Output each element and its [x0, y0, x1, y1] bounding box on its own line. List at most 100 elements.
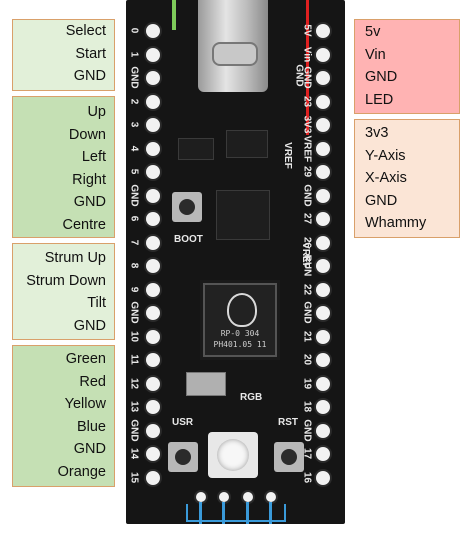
label-up: Up: [13, 101, 114, 124]
right-pin-15: [316, 377, 330, 391]
label-gnd: GND: [13, 315, 114, 338]
label-led: LED: [355, 89, 459, 112]
right-pin-6: [316, 165, 330, 179]
left-pin-label: 0: [129, 18, 140, 44]
right-pin-19: [316, 471, 330, 485]
label-right: Right: [13, 169, 114, 192]
left-pin-1: [146, 48, 160, 62]
left-pin-label: GND: [129, 300, 140, 326]
label-down: Down: [13, 124, 114, 147]
right-pin-label: RUN: [302, 253, 313, 279]
usb-c-port: [212, 42, 258, 66]
right-pin-13: [316, 330, 330, 344]
rst-button[interactable]: [274, 442, 304, 472]
usr-button[interactable]: [168, 442, 198, 472]
label-x-axis: X-Axis: [355, 167, 459, 190]
left-pin-label: 10: [129, 323, 140, 349]
flash-chip: [216, 190, 270, 240]
right-pin-14: [316, 353, 330, 367]
label-group-analog: 3v3 Y-Axis X-Axis GND Whammy: [354, 119, 460, 238]
left-pin-label: 15: [129, 464, 140, 490]
label-gnd: GND: [355, 190, 459, 213]
label-strum-up: Strum Up: [13, 247, 114, 270]
label-gnd: GND: [355, 66, 459, 89]
right-pin-12: [316, 306, 330, 320]
right-pin-label: 29: [302, 159, 313, 185]
label-green: Green: [13, 348, 114, 371]
label-group-power: 5v Vin GND LED: [354, 19, 460, 114]
label-gnd: GND: [13, 191, 114, 214]
silk-vref-left: VREF: [282, 142, 293, 169]
left-pin-7: [146, 189, 160, 203]
right-pin-label: 20: [302, 347, 313, 373]
right-pin-label: Vin: [302, 41, 313, 67]
regulator-chip: [226, 130, 268, 158]
bottom-pad-4: [266, 492, 276, 502]
label-left: Left: [13, 146, 114, 169]
bottom-pad-1: [196, 492, 206, 502]
boot-button[interactable]: [172, 192, 202, 222]
left-pin-18: [146, 447, 160, 461]
left-pin-label: GND: [129, 182, 140, 208]
left-pin-label: 2: [129, 88, 140, 114]
left-pin-13: [146, 330, 160, 344]
label-3v3: 3v3: [355, 122, 459, 145]
label-group-dpad: Up Down Left Right GND Centre: [12, 96, 115, 238]
right-pin-label: 19: [302, 370, 313, 396]
left-pin-12: [146, 306, 160, 320]
bottom-pad-3: [243, 492, 253, 502]
right-pin-label: 16: [302, 464, 313, 490]
left-pin-label: 9: [129, 276, 140, 302]
silk-rst: RST: [278, 417, 298, 428]
label-strum-down: Strum Down: [13, 270, 114, 293]
left-pin-4: [146, 118, 160, 132]
left-pin-label: 12: [129, 370, 140, 396]
label-blue: Blue: [13, 416, 114, 439]
wire-blue-1: [199, 502, 202, 524]
right-pin-16: [316, 400, 330, 414]
left-pin-10: [146, 259, 160, 273]
right-pin-label: 3V3: [302, 112, 313, 138]
right-pin-10: [316, 259, 330, 273]
label-5v: 5v: [355, 21, 459, 44]
right-pin-7: [316, 189, 330, 203]
left-pin-label: 13: [129, 394, 140, 420]
right-pin-8: [316, 212, 330, 226]
label-group-frets: Green Red Yellow Blue GND Orange: [12, 345, 115, 487]
right-pin-label: 17: [302, 441, 313, 467]
left-pin-5: [146, 142, 160, 156]
rp2040-chip: RP-0 304 PH401.05 11: [203, 283, 277, 357]
label-centre: Centre: [13, 214, 114, 237]
label-vin: Vin: [355, 44, 459, 67]
bottom-pad-2: [219, 492, 229, 502]
right-pin-9: [316, 236, 330, 250]
label-yellow: Yellow: [13, 393, 114, 416]
right-pin-label: 21: [302, 323, 313, 349]
right-pin-label: 23: [302, 88, 313, 114]
wire-blue-4: [269, 502, 272, 524]
left-pin-6: [146, 165, 160, 179]
right-pin-label: GND: [302, 417, 313, 443]
left-pin-label: 1: [129, 41, 140, 67]
left-pin-3: [146, 95, 160, 109]
left-pin-11: [146, 283, 160, 297]
label-select: Select: [13, 20, 114, 43]
crystal: [186, 372, 226, 396]
label-start: Start: [13, 43, 114, 66]
right-pin-label: GND: [302, 65, 313, 91]
microcontroller-board: GND VREF VREF BOOT RGB USR RST RP-0 304 …: [126, 0, 345, 524]
label-group-strum: Strum Up Strum Down Tilt GND: [12, 243, 115, 340]
left-pin-2: [146, 71, 160, 85]
right-pin-label: 5V: [302, 18, 313, 44]
label-gnd: GND: [13, 438, 114, 461]
right-pin-18: [316, 447, 330, 461]
label-red: Red: [13, 371, 114, 394]
right-pin-0: [316, 24, 330, 38]
left-pin-9: [146, 236, 160, 250]
right-pin-label: 27: [302, 206, 313, 232]
left-pin-label: GND: [129, 417, 140, 443]
label-gnd: GND: [13, 65, 114, 88]
wire-green: [172, 0, 176, 30]
silk-usr: USR: [172, 417, 193, 428]
rgb-led-lens: [217, 439, 249, 471]
